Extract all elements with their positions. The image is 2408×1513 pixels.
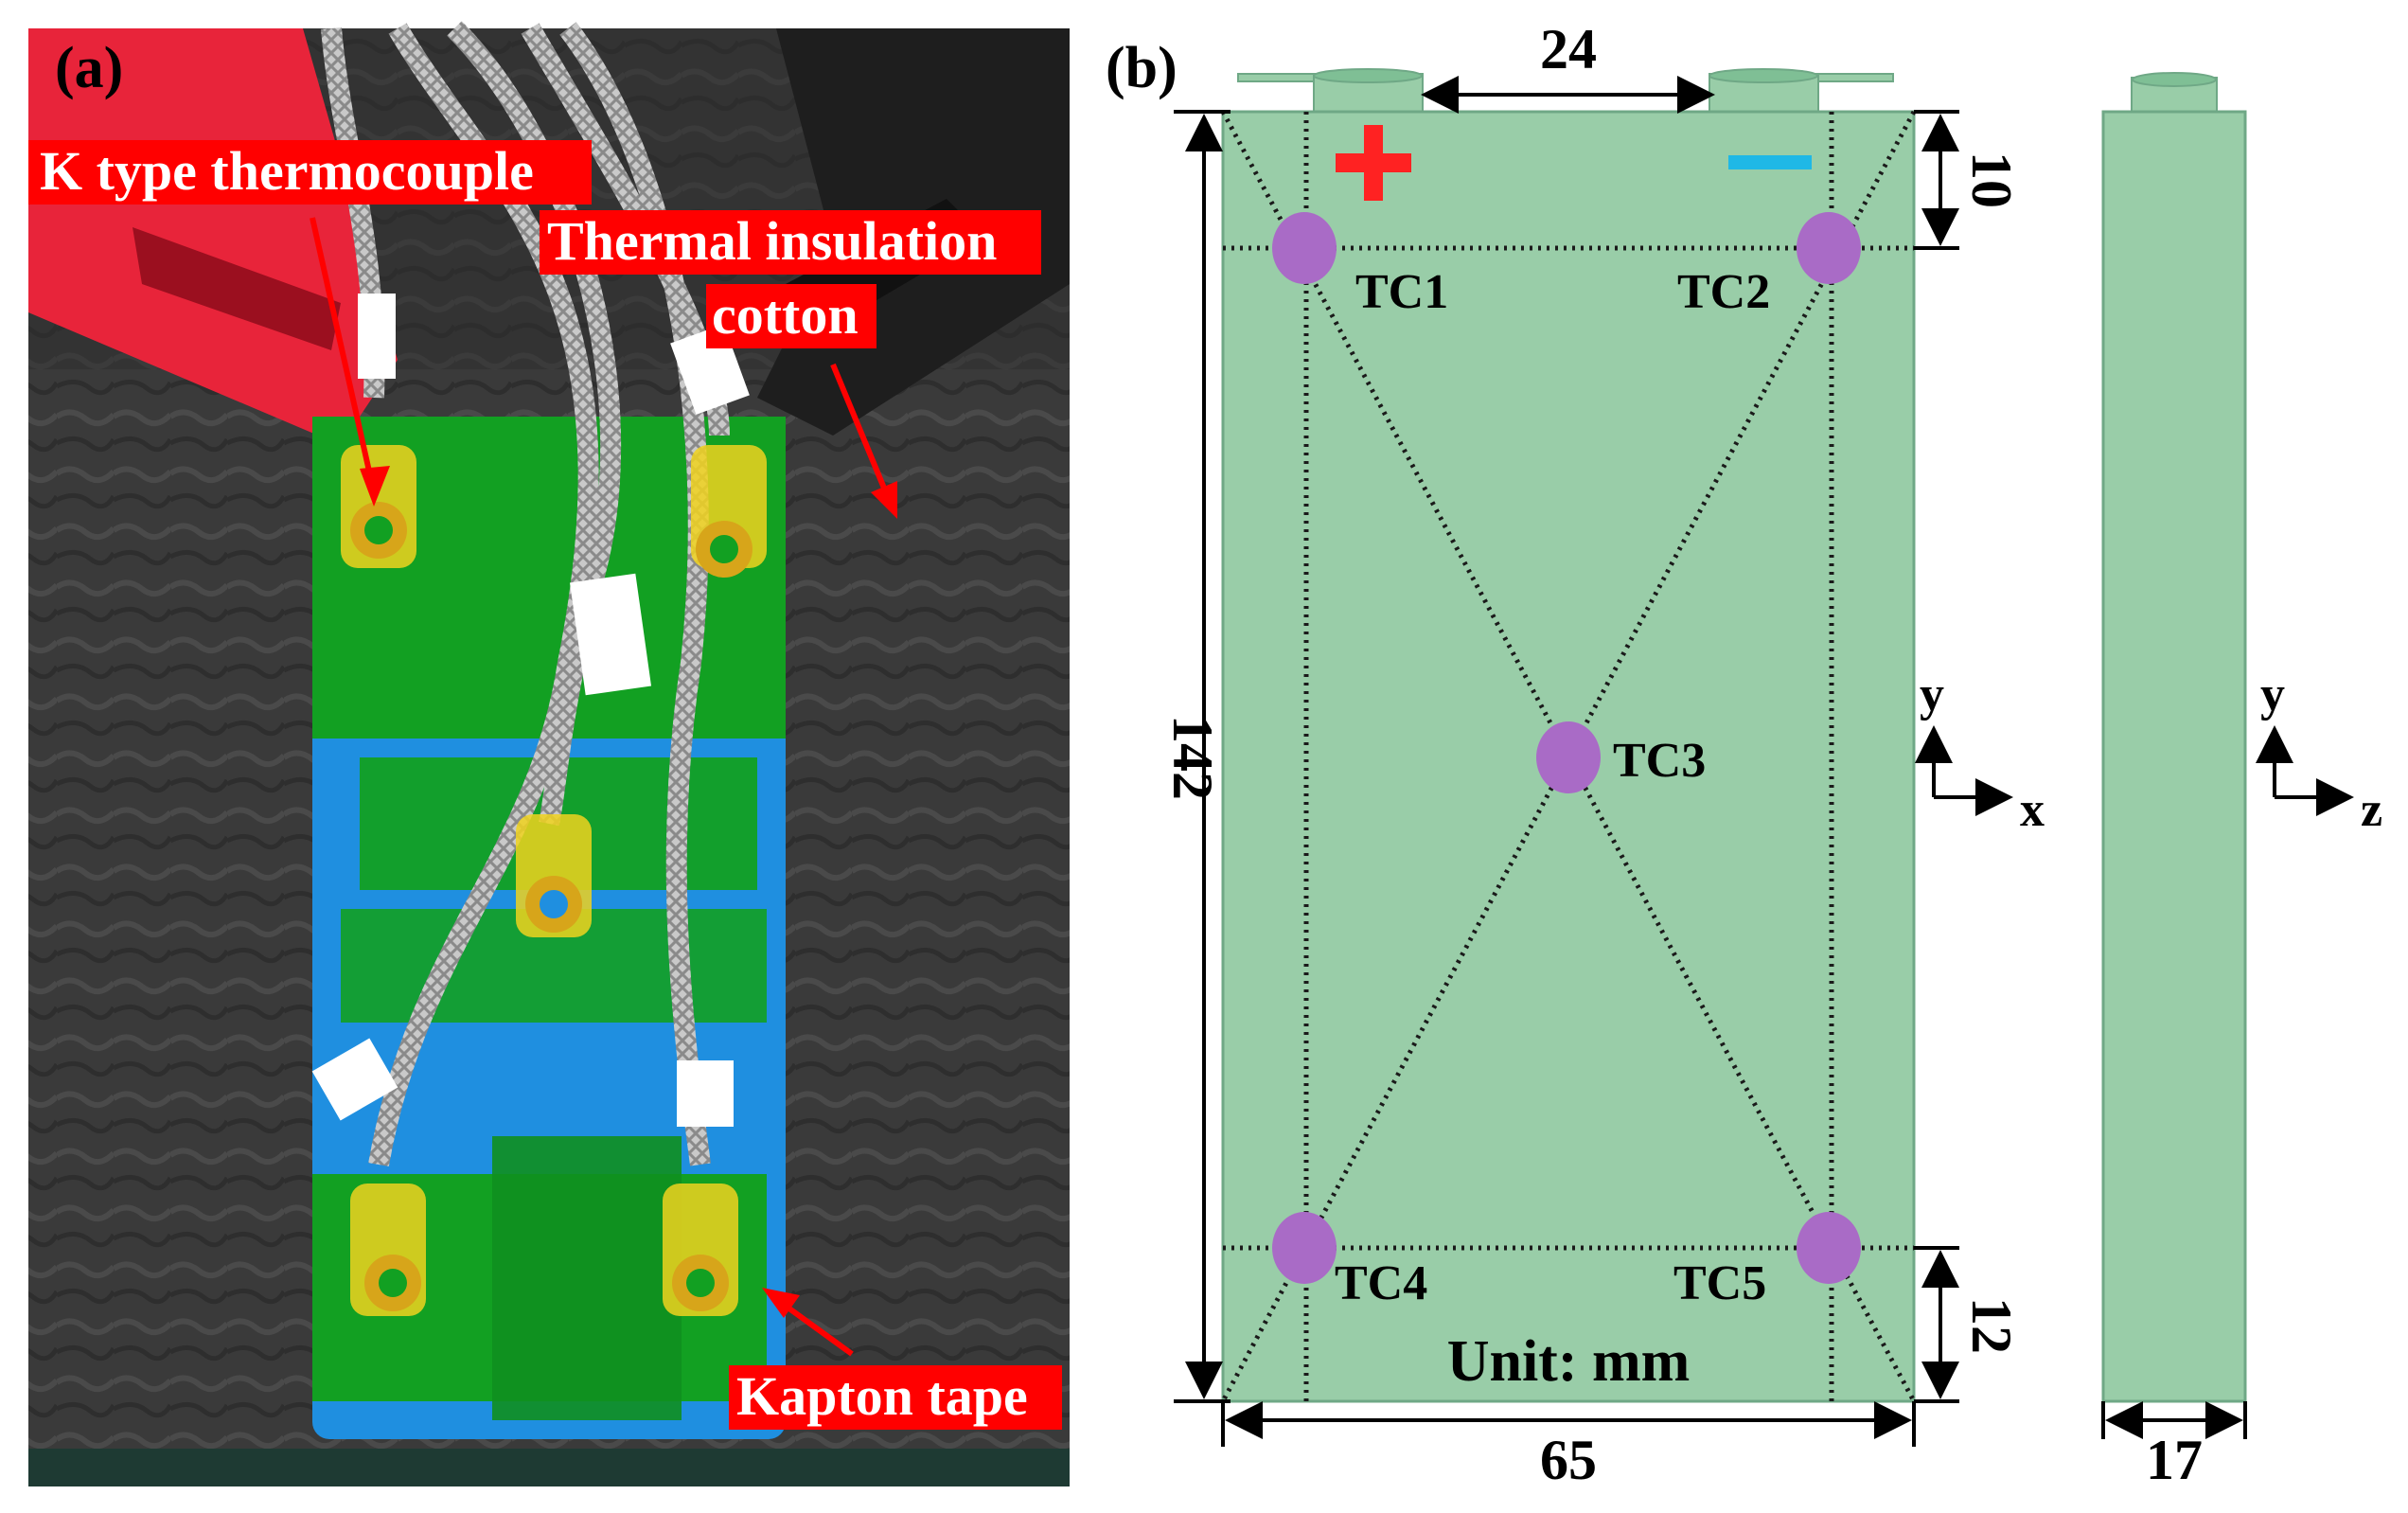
panel-b-label: (b)	[1106, 36, 1177, 100]
svg-text:y: y	[1920, 668, 1944, 721]
arrowhead-insulation	[871, 481, 897, 519]
tc5-label: TC5	[1673, 1256, 1766, 1310]
callout-insulation-bg-2	[706, 284, 876, 348]
wire-tag-3	[569, 573, 652, 696]
ring-terminal-2	[691, 445, 767, 578]
callout-thermocouple: K type thermocouple	[40, 140, 534, 202]
tc1-marker	[1272, 212, 1337, 284]
dim-tab-spacing: 24	[1540, 18, 1597, 80]
side-tab-top	[2132, 72, 2217, 87]
cell-side-face	[2101, 110, 2247, 1403]
dim-bottom-offset: 12	[1960, 1297, 2023, 1354]
svg-text:y: y	[2260, 668, 2285, 721]
svg-text:z: z	[2361, 783, 2382, 837]
arrow-insulation	[830, 363, 893, 504]
svg-text:x: x	[2020, 783, 2045, 837]
ring-terminal-4	[350, 1184, 426, 1316]
photo-panel: (a) K type thermocouple Thermal insulati…	[28, 21, 1070, 1486]
axes-side: y z	[2256, 668, 2382, 837]
tc5-marker	[1797, 1212, 1861, 1284]
wire-tag-5	[677, 1060, 734, 1127]
tc2-marker	[1797, 212, 1861, 284]
arrowhead-thermocouple	[360, 466, 390, 507]
positive-symbol: +	[1336, 125, 1411, 201]
tc3-label: TC3	[1613, 734, 1706, 788]
tc4-label: TC4	[1335, 1256, 1427, 1310]
diagram-panel: (b) + − TC1 TC2 TC3 TC4 TC5 Unit: mm 24 …	[1106, 18, 2382, 1491]
callout-kapton-bg	[729, 1365, 1062, 1430]
negative-tab-top	[1709, 68, 1818, 83]
arrowhead-kapton	[762, 1288, 800, 1318]
tc4-marker	[1272, 1212, 1337, 1284]
positive-tab-top	[1313, 68, 1423, 83]
red-clamp-jaw	[133, 227, 341, 350]
wire-tag-1	[358, 294, 396, 379]
wire-tag-4	[311, 1038, 398, 1121]
panel-a-label: (a)	[55, 36, 123, 100]
ring-terminal-3	[516, 814, 592, 937]
callout-thermocouple-bg	[28, 140, 592, 205]
photo-bottom-strip	[28, 1449, 1070, 1486]
callout-insulation-line2: cotton	[712, 284, 859, 346]
callout-kapton: Kapton tape	[736, 1365, 1028, 1427]
negative-symbol: −	[1728, 155, 1812, 169]
guide-diag-1	[1220, 110, 1917, 1403]
axes-front: y x	[1915, 668, 2045, 837]
wire-5	[559, 22, 711, 1166]
unit-label: Unit: mm	[1447, 1329, 1691, 1394]
ring-terminal-1	[341, 445, 416, 568]
callout-insulation-bg-1	[540, 210, 1041, 275]
tc2-label: TC2	[1677, 265, 1770, 319]
arrow-thermocouple	[310, 217, 377, 493]
ring-terminal-5	[663, 1184, 738, 1316]
guide-diag-2	[1220, 110, 1917, 1403]
callout-insulation-line1: Thermal insulation	[547, 210, 997, 272]
tape-bottom-2	[492, 1136, 682, 1420]
tc1-label: TC1	[1355, 265, 1448, 319]
dim-width: 65	[1540, 1429, 1597, 1491]
dim-thickness: 17	[2146, 1429, 2203, 1491]
dim-top-offset: 10	[1960, 151, 2023, 208]
dim-height: 142	[1161, 715, 1224, 800]
tc3-marker	[1536, 721, 1601, 793]
